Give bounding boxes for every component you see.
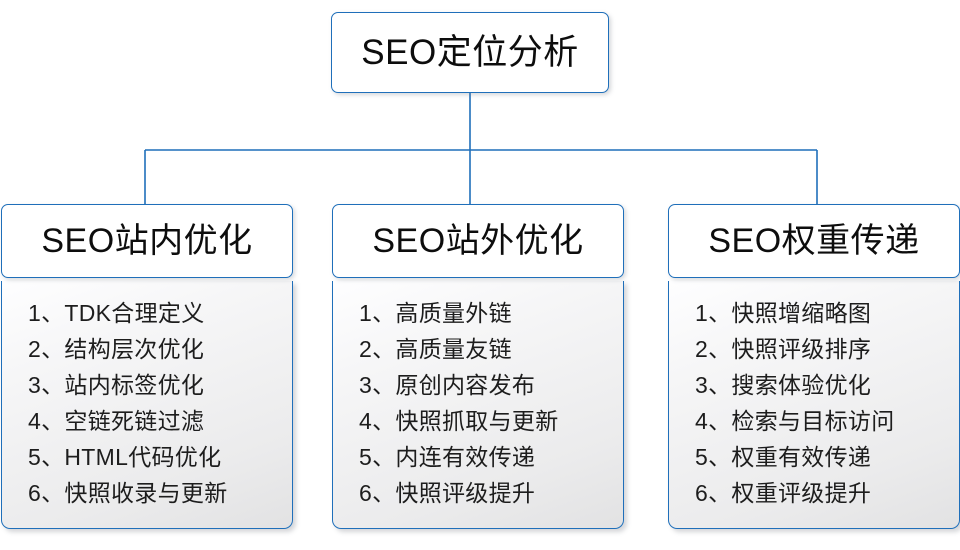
list-item: 6、快照收录与更新 [28, 480, 228, 506]
list-item: 5、权重有效传递 [695, 444, 872, 470]
column-body-off-site: 1、高质量外链 2、高质量友链 3、原创内容发布 4、快照抓取与更新 5、内连有… [332, 281, 624, 529]
branch-column-on-site: SEO站内优化 1、TDK合理定义 2、结构层次优化 3、站内标签优化 4、空链… [1, 204, 293, 529]
column-header-label: SEO站外优化 [372, 222, 584, 260]
list-item: 2、结构层次优化 [28, 336, 205, 362]
list-item: 3、搜索体验优化 [695, 372, 872, 398]
column-header-weight-transfer[interactable]: SEO权重传递 [668, 204, 960, 278]
list-item: 3、原创内容发布 [359, 372, 536, 398]
column-header-off-site[interactable]: SEO站外优化 [332, 204, 624, 278]
column-body-weight-transfer: 1、快照增缩略图 2、快照评级排序 3、搜索体验优化 4、检索与目标访问 5、权… [668, 281, 960, 529]
branch-column-off-site: SEO站外优化 1、高质量外链 2、高质量友链 3、原创内容发布 4、快照抓取与… [332, 204, 624, 529]
list-item: 2、快照评级排序 [695, 336, 872, 362]
root-node-label: SEO定位分析 [361, 33, 579, 72]
column-header-label: SEO站内优化 [41, 222, 253, 260]
list-item: 4、快照抓取与更新 [359, 408, 559, 434]
item-list: 1、TDK合理定义 2、结构层次优化 3、站内标签优化 4、空链死链过滤 5、H… [2, 295, 292, 511]
list-item: 5、内连有效传递 [359, 444, 536, 470]
column-header-on-site[interactable]: SEO站内优化 [1, 204, 293, 278]
item-list: 1、快照增缩略图 2、快照评级排序 3、搜索体验优化 4、检索与目标访问 5、权… [669, 295, 959, 511]
list-item: 4、检索与目标访问 [695, 408, 895, 434]
list-item: 6、权重评级提升 [695, 480, 872, 506]
root-node[interactable]: SEO定位分析 [331, 12, 609, 93]
list-item: 2、高质量友链 [359, 336, 512, 362]
list-item: 1、快照增缩略图 [695, 300, 872, 326]
column-body-on-site: 1、TDK合理定义 2、结构层次优化 3、站内标签优化 4、空链死链过滤 5、H… [1, 281, 293, 529]
list-item: 5、HTML代码优化 [28, 444, 222, 470]
list-item: 1、高质量外链 [359, 300, 512, 326]
branch-column-weight-transfer: SEO权重传递 1、快照增缩略图 2、快照评级排序 3、搜索体验优化 4、检索与… [668, 204, 960, 529]
list-item: 4、空链死链过滤 [28, 408, 205, 434]
column-header-label: SEO权重传递 [708, 222, 920, 260]
list-item: 1、TDK合理定义 [28, 300, 205, 326]
list-item: 6、快照评级提升 [359, 480, 536, 506]
list-item: 3、站内标签优化 [28, 372, 205, 398]
item-list: 1、高质量外链 2、高质量友链 3、原创内容发布 4、快照抓取与更新 5、内连有… [333, 295, 623, 511]
